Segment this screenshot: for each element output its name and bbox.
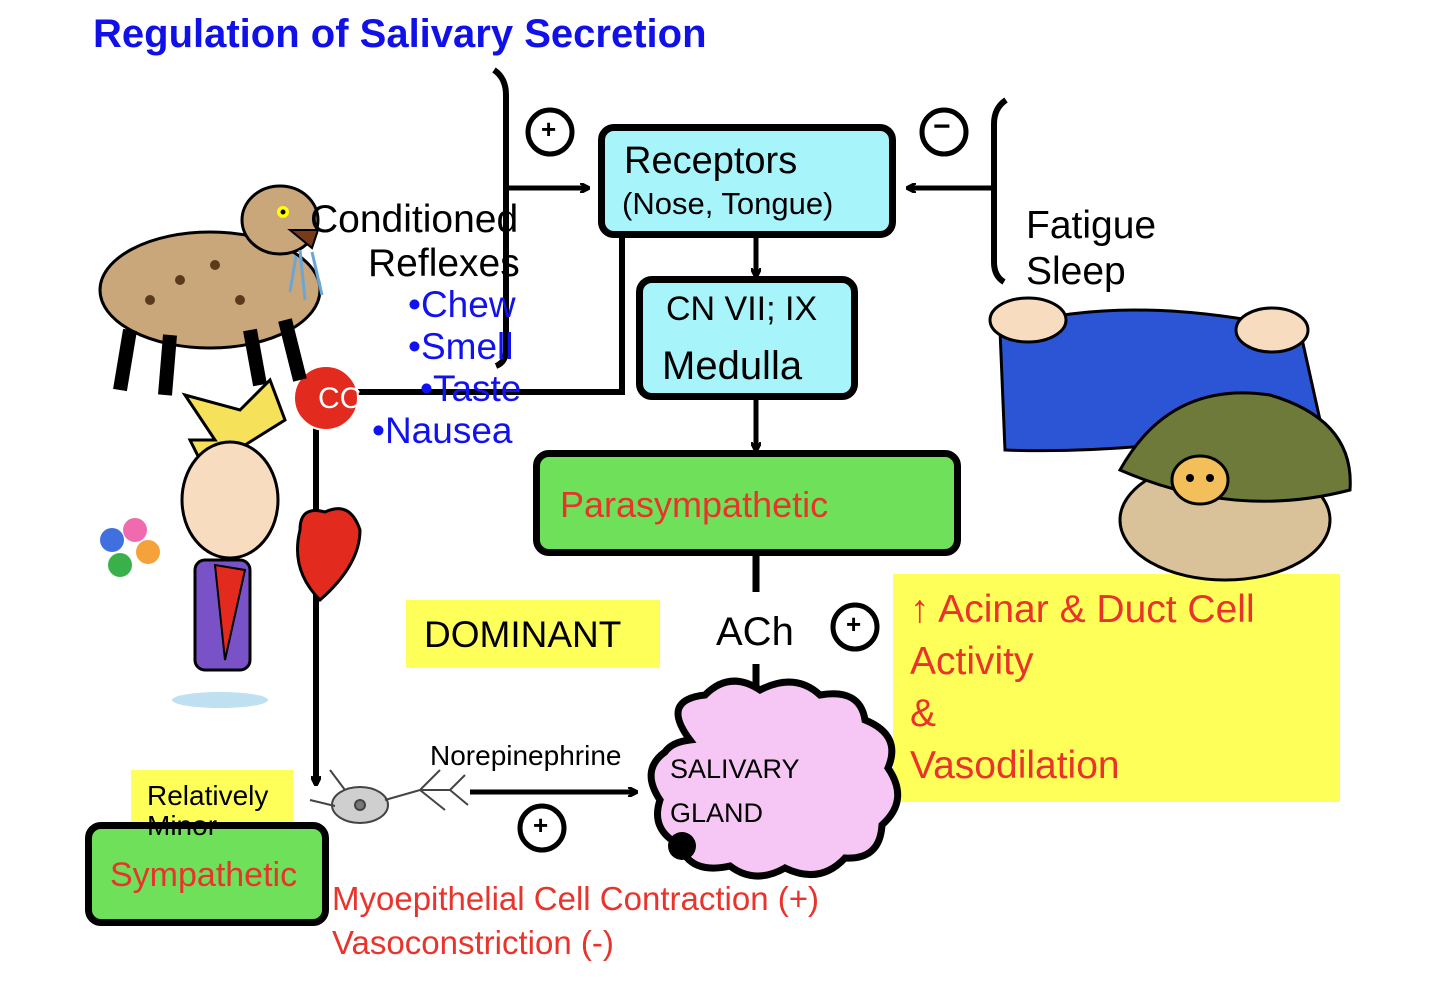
parasympathetic-box bbox=[533, 450, 961, 556]
cn-label: CN VII; IX bbox=[666, 290, 818, 328]
conditioned-bracket bbox=[492, 67, 588, 369]
plus-circle-norepinephrine bbox=[517, 803, 567, 853]
turtle-illustration bbox=[1117, 391, 1352, 582]
symp-effect-line2: Vasoconstriction (-) bbox=[332, 924, 614, 961]
receptors-sub-label: (Nose, Tongue) bbox=[622, 186, 834, 221]
inhibitor-bracket bbox=[908, 97, 1008, 285]
para-effect-line2: Activity bbox=[910, 640, 1034, 683]
gland-label-line1: SALIVARY bbox=[670, 754, 800, 784]
para-effect-highlight bbox=[893, 574, 1340, 802]
cortex-label: CC bbox=[318, 382, 362, 415]
dominant-highlight bbox=[406, 600, 660, 668]
fatigue-label: Fatigue bbox=[1026, 204, 1157, 247]
symp-effect-line1: Myoepithelial Cell Contraction (+) bbox=[332, 880, 819, 917]
salivary-gland-shape bbox=[647, 677, 902, 880]
para-effect-line4: Vasodilation bbox=[910, 744, 1120, 787]
cortex-circle bbox=[293, 365, 359, 431]
hyena-illustration bbox=[98, 184, 324, 396]
stimulus-nausea: •Nausea bbox=[372, 410, 513, 451]
conditioned-label: Conditioned bbox=[310, 198, 519, 241]
medulla-label: Medulla bbox=[662, 344, 803, 388]
stimulus-taste: •Taste bbox=[420, 368, 522, 409]
parasympathetic-label: Parasympathetic bbox=[560, 484, 829, 525]
reflexes-label: Reflexes bbox=[368, 242, 520, 285]
plus-circle-ach bbox=[830, 602, 880, 652]
plus-sign-conditioned: + bbox=[541, 114, 557, 144]
minor-label: Minor bbox=[147, 810, 218, 841]
line-receptors-to-cortex bbox=[352, 238, 625, 395]
plus-circle-conditioned bbox=[525, 107, 575, 157]
plus-sign-norepinephrine: + bbox=[533, 810, 549, 840]
norepinephrine-label: Norepinephrine bbox=[430, 740, 622, 771]
gland-label-line2: GLAND bbox=[670, 798, 764, 828]
minus-sign-inhibitor: − bbox=[933, 110, 951, 143]
stimulus-smell: •Smell bbox=[408, 326, 514, 367]
ach-label: ACh bbox=[716, 610, 794, 654]
plus-sign-ach: + bbox=[846, 609, 862, 639]
medulla-box bbox=[636, 276, 858, 400]
stimulus-chew: •Chew bbox=[408, 284, 516, 325]
receptors-box bbox=[598, 124, 896, 238]
minus-circle-inhibitor bbox=[919, 107, 969, 157]
para-effect-line1: ↑ Acinar & Duct Cell bbox=[910, 588, 1255, 631]
para-effect-line3: & bbox=[910, 692, 937, 735]
diagram-title: Regulation of Salivary Secretion bbox=[93, 12, 707, 56]
sympathetic-box bbox=[85, 822, 329, 926]
dominant-label: DOMINANT bbox=[424, 614, 622, 655]
sleep-label: Sleep bbox=[1026, 250, 1126, 293]
sympathetic-label: Sympathetic bbox=[110, 856, 298, 894]
receptors-label: Receptors bbox=[624, 140, 798, 182]
neuron-illustration bbox=[309, 769, 469, 824]
boy-with-heart-illustration bbox=[100, 377, 362, 708]
relatively-label: Relatively bbox=[147, 780, 269, 811]
